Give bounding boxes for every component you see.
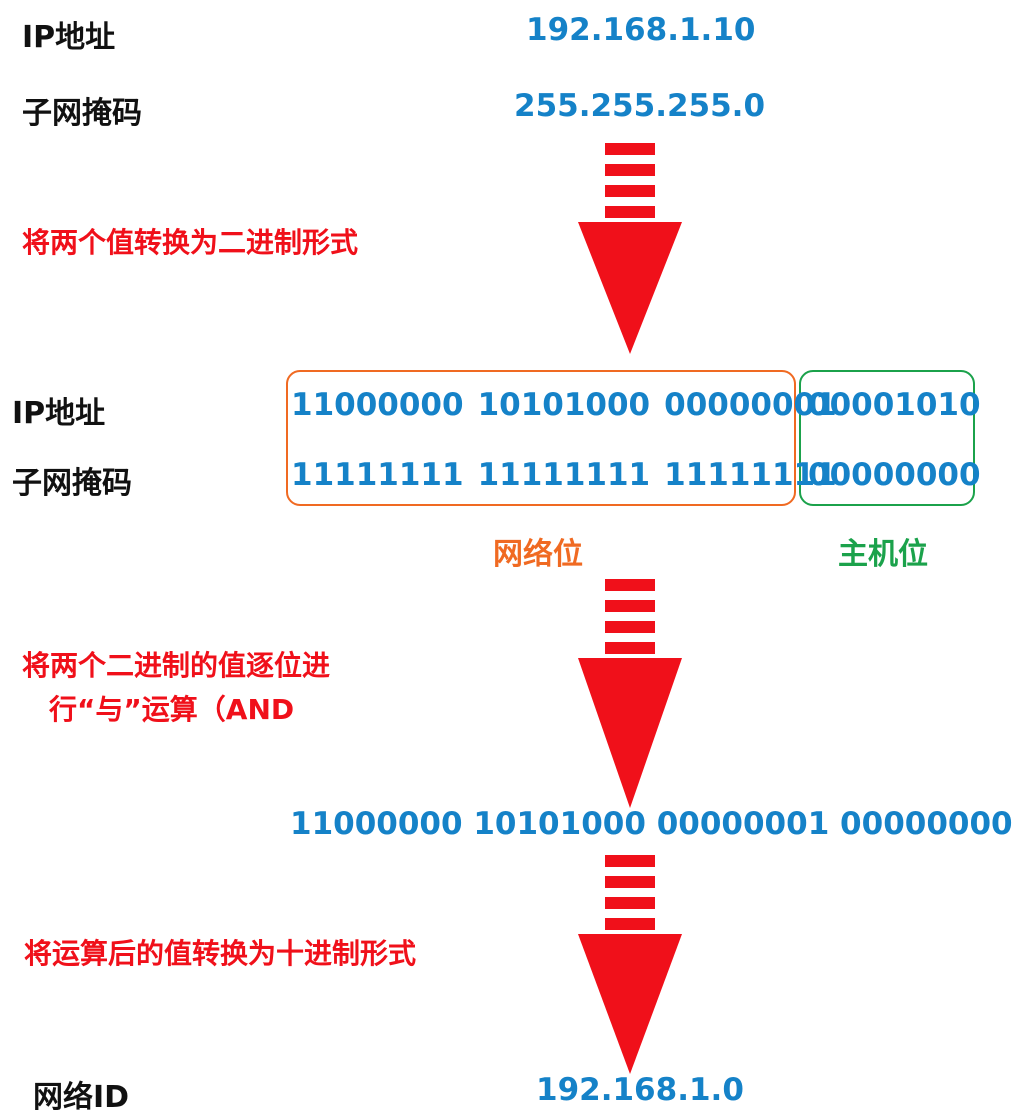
ip-value-decimal: 192.168.1.10: [526, 12, 756, 48]
mask-octet-3: 11111111: [664, 457, 837, 493]
mask-value-decimal: 255.255.255.0: [514, 88, 766, 124]
network-id-value: 192.168.1.0: [536, 1072, 744, 1108]
mask-octet-2: 11111111: [477, 457, 651, 493]
ip-label-decimal: IP地址: [22, 20, 116, 55]
ip-octet-2: 10101000: [477, 387, 651, 423]
mask-label-decimal: 子网掩码: [22, 96, 142, 131]
network-id-label: 网络ID: [33, 1080, 130, 1115]
note-convert-binary: 将两个值转换为二进制形式: [22, 226, 359, 259]
note-and-line-1: 将两个二进制的值逐位进: [22, 649, 331, 682]
ip-network-bits: 11000000 10101000 00000001: [291, 387, 837, 423]
ip-octet-3: 00000001: [664, 387, 837, 423]
equals-down-arrow-icon: [578, 855, 682, 1074]
mask-network-bits: 11111111 11111111 11111111: [291, 457, 837, 493]
mask-host-bits: 00000000: [808, 457, 981, 493]
equals-down-arrow-icon: [578, 143, 682, 354]
note-and-line-2: 行“与”运算（AND: [49, 693, 295, 726]
host-bits-tag: 主机位: [838, 537, 928, 572]
mask-label-binary: 子网掩码: [12, 466, 132, 501]
equals-down-arrow-icon: [578, 579, 682, 808]
mask-octet-1: 11111111: [291, 457, 464, 493]
ip-host-bits: 00001010: [808, 387, 981, 423]
network-bits-box: [286, 370, 796, 506]
note-convert-decimal: 将运算后的值转换为十进制形式: [24, 937, 417, 970]
ip-label-binary: IP地址: [12, 396, 106, 431]
network-bits-tag: 网络位: [493, 537, 583, 572]
ip-octet-1: 11000000: [291, 387, 464, 423]
host-bits-box: [799, 370, 975, 506]
and-result-bits: 11000000 10101000 00000001 00000000: [290, 806, 1013, 842]
